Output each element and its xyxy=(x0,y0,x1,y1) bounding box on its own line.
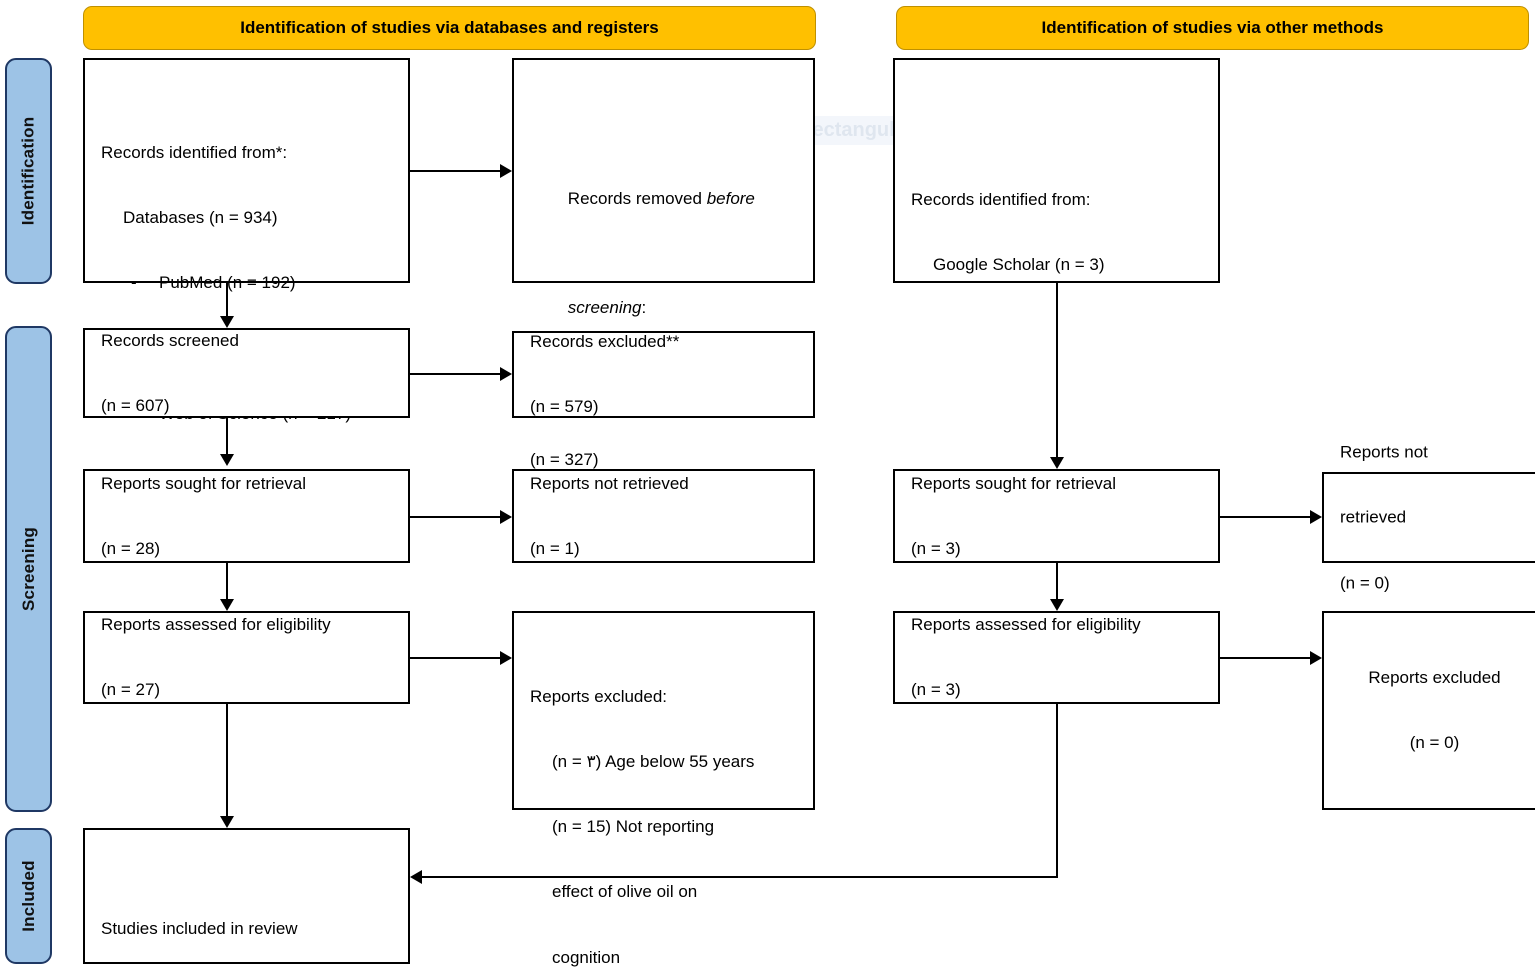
box-reports-not-retrieved-databases: Reports not retrieved (n = 1) xyxy=(512,469,815,563)
header-other-methods: Identification of studies via other meth… xyxy=(896,6,1529,50)
connector-screened-to-sought xyxy=(226,418,228,454)
records-excluded-line1: Records excluded** xyxy=(530,332,680,351)
reports-sought-db-line2: (n = 28) xyxy=(101,538,161,558)
header-other-methods-label: Identification of studies via other meth… xyxy=(1041,17,1384,37)
reports-assessed-other-line1: Reports assessed for eligibility xyxy=(911,615,1141,634)
reports-excluded-db-line4: effect of olive oil on xyxy=(552,882,698,902)
reports-excluded-db-line1: Reports excluded: xyxy=(530,686,668,706)
box-reports-assessed-databases: Reports assessed for eligibility (n = 27… xyxy=(83,611,410,704)
box-reports-sought-databases: Reports sought for retrieval (n = 28) xyxy=(83,469,410,563)
reports-excluded-db-line2: (n = ٣) Age below 55 years xyxy=(552,751,755,771)
connector-sought-to-assessed xyxy=(226,563,228,599)
arrowhead-assessed-to-included xyxy=(220,816,234,828)
reports-sought-db-line1: Reports sought for retrieval xyxy=(101,473,307,493)
arrowhead-other-sought-to-assessed xyxy=(1050,599,1064,611)
reports-excluded-other-line1: Reports excluded xyxy=(1368,668,1501,687)
reports-sought-other-line1: Reports sought for retrieval xyxy=(911,473,1117,493)
records-removed-line2-em: screening xyxy=(567,298,642,317)
records-removed-line2-b: : xyxy=(641,298,647,317)
records-identified-other-line1: Records identified from: xyxy=(911,189,1091,209)
reports-assessed-db-line2: (n = 27) xyxy=(101,680,161,700)
box-records-identified: Records identified from*: Databases (n =… xyxy=(83,58,410,423)
arrowhead-assessed-to-excluded xyxy=(500,651,512,665)
records-removed-line4: (n = 327) xyxy=(530,450,599,470)
connector-assessed-to-included xyxy=(226,704,228,816)
box-studies-included: Studies included in review (n = 11) xyxy=(83,828,410,964)
box-records-screened: Records screened (n = 607) xyxy=(83,328,410,418)
box-reports-excluded-databases: Reports excluded: (n = ٣) Age below 55 y… xyxy=(512,611,815,967)
connector-other-assessed-left-to-included xyxy=(422,876,1058,878)
arrowhead-sought-to-assessed xyxy=(220,599,234,611)
records-screened-line1: Records screened xyxy=(101,330,239,350)
reports-excluded-db-line5: cognition xyxy=(552,947,621,967)
connector-other-sought-to-assessed xyxy=(1056,563,1058,599)
reports-not-retrieved-other-line3: (n = 0) xyxy=(1340,572,1390,592)
records-identified-bullet-1: PubMed (n = 192) xyxy=(159,273,296,292)
arrowhead-identified-to-removed xyxy=(500,164,512,178)
records-removed-line1-em: before xyxy=(706,189,755,209)
records-removed-line1-a: Records removed xyxy=(567,189,707,209)
box-reports-sought-other: Reports sought for retrieval (n = 3) xyxy=(893,469,1220,563)
reports-assessed-db-line1: Reports assessed for eligibility xyxy=(101,615,331,634)
reports-assessed-other-line2: (n = 3) xyxy=(911,680,961,700)
connector-assessed-to-excluded xyxy=(410,657,500,659)
connector-identified-to-removed xyxy=(410,170,500,172)
box-reports-excluded-other: Reports excluded (n = 0) xyxy=(1322,611,1535,810)
records-identified-bullet-marker-1: - xyxy=(131,273,137,292)
arrowhead-identified-to-screened xyxy=(220,316,234,328)
reports-not-retrieved-db-line2: (n = 1) xyxy=(530,538,580,558)
records-screened-line2: (n = 607) xyxy=(101,395,170,415)
box-reports-assessed-other: Reports assessed for eligibility (n = 3) xyxy=(893,611,1220,704)
reports-excluded-other-line2: (n = 0) xyxy=(1409,733,1460,753)
records-identified-line2: Databases (n = 934) xyxy=(123,207,278,227)
header-databases-registers-label: Identification of studies via databases … xyxy=(240,17,659,37)
arrowhead-other-sought-to-not-retrieved xyxy=(1310,510,1322,524)
stage-tab-included-label: Included xyxy=(18,860,38,932)
stage-tab-screening: Screening xyxy=(5,326,52,812)
arrowhead-other-assessed-to-excluded xyxy=(1310,651,1322,665)
reports-sought-other-line2: (n = 3) xyxy=(911,538,961,558)
box-records-excluded: Records excluded** (n = 579) xyxy=(512,331,815,418)
reports-not-retrieved-other-line1: Reports not xyxy=(1340,442,1428,462)
connector-screened-to-excluded xyxy=(410,373,500,375)
stage-tab-identification-label: Identification xyxy=(18,116,38,226)
box-reports-not-retrieved-other: Reports not retrieved (n = 0) xyxy=(1322,442,1535,592)
records-identified-other-line2: Google Scholar (n = 3) xyxy=(933,254,1105,274)
connector-other-assessed-to-excluded xyxy=(1220,657,1310,659)
arrowhead-sought-to-not-retrieved xyxy=(500,510,512,524)
reports-not-retrieved-db-line1: Reports not retrieved xyxy=(530,473,689,493)
arrowhead-screened-to-sought xyxy=(220,454,234,466)
connector-sought-to-not-retrieved xyxy=(410,516,500,518)
connector-other-identified-to-sought xyxy=(1056,283,1058,457)
header-databases-registers: Identification of studies via databases … xyxy=(83,6,816,50)
records-excluded-line2: (n = 579) xyxy=(530,397,599,417)
stage-tab-included: Included xyxy=(5,828,52,964)
connector-other-sought-to-not-retrieved xyxy=(1220,516,1310,518)
arrowhead-screened-to-excluded xyxy=(500,367,512,381)
stage-tab-identification: Identification xyxy=(5,58,52,284)
reports-not-retrieved-other-line2: retrieved xyxy=(1340,507,1407,527)
arrowhead-other-assessed-to-included xyxy=(410,870,422,884)
box-records-identified-other: Records identified from: Google Scholar … xyxy=(893,58,1220,283)
connector-other-assessed-down xyxy=(1056,704,1058,878)
stage-tab-screening-label: Screening xyxy=(18,527,38,611)
box-records-removed: Records removed before screening: Duplic… xyxy=(512,58,815,469)
studies-included-line1: Studies included in review xyxy=(101,918,298,938)
connector-identified-to-screened xyxy=(226,283,228,316)
arrowhead-other-identified-to-sought xyxy=(1050,457,1064,469)
records-identified-line1: Records identified from*: xyxy=(101,142,288,162)
reports-excluded-db-line3: (n = 15) Not reporting xyxy=(552,817,715,836)
